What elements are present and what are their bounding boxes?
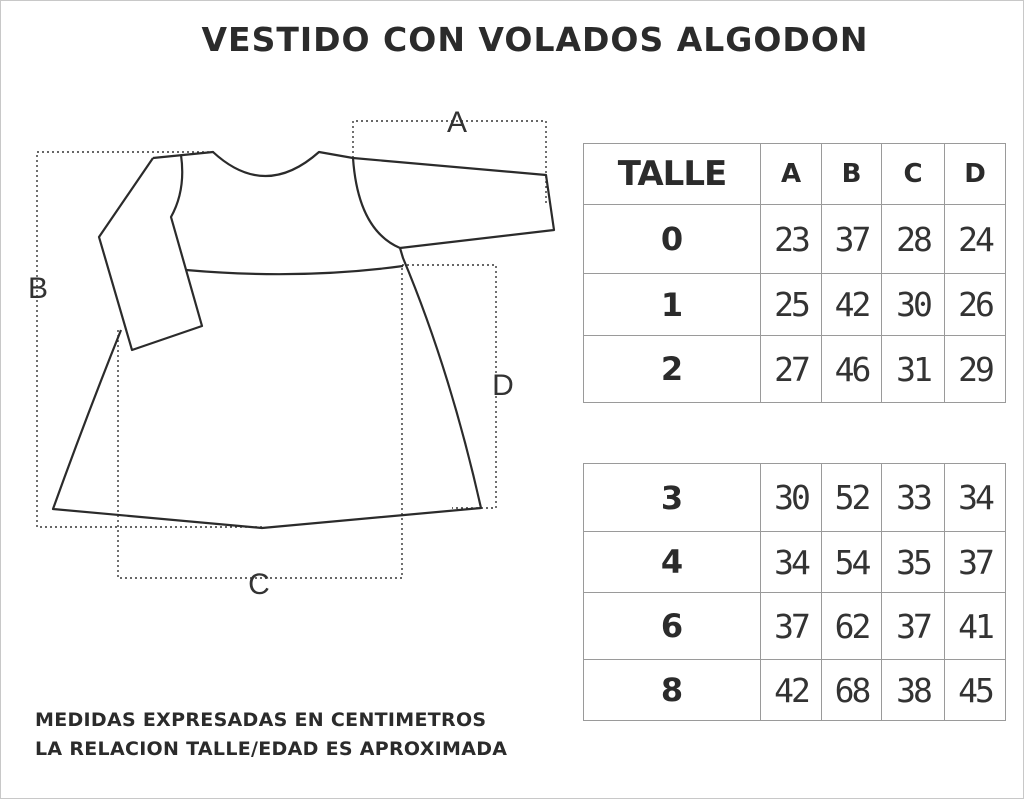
header-talle: TALLE — [583, 143, 761, 205]
value-cell-d: 24 — [944, 204, 1006, 274]
value-cell-b: 62 — [821, 592, 882, 660]
value-cell-c: 30 — [881, 273, 945, 336]
size-cell: 6 — [583, 592, 761, 660]
value-cell-b: 68 — [821, 659, 882, 721]
value-cell-c: 33 — [881, 463, 945, 532]
size-table-bottom: 3 30 52 33 34 4 34 54 35 37 6 37 62 37 4… — [583, 463, 1006, 721]
size-cell: 4 — [583, 531, 761, 593]
table-header-row: TALLE A B C D — [583, 143, 1006, 205]
size-cell: 3 — [583, 463, 761, 532]
measure-b-line — [36, 151, 262, 528]
table-row: 8 42 68 38 45 — [583, 659, 1006, 721]
value-cell-d: 37 — [944, 531, 1006, 593]
header-col-c: C — [881, 143, 945, 205]
note-units: MEDIDAS EXPRESADAS EN CENTIMETROS — [35, 709, 487, 731]
measure-a-line — [352, 120, 547, 205]
value-cell-b: 37 — [821, 204, 882, 274]
label-a: A — [447, 106, 467, 139]
value-cell-b: 54 — [821, 531, 882, 593]
table-row: 2 27 46 31 29 — [583, 335, 1006, 403]
value-cell-c: 31 — [881, 335, 945, 403]
value-cell-a: 37 — [760, 592, 822, 660]
label-b: B — [28, 272, 48, 305]
measure-d-line — [402, 264, 497, 509]
value-cell-a: 23 — [760, 204, 822, 274]
value-cell-b: 52 — [821, 463, 882, 532]
dress-outline — [51, 150, 483, 530]
waist-seam — [185, 264, 404, 276]
value-cell-c: 37 — [881, 592, 945, 660]
value-cell-d: 29 — [944, 335, 1006, 403]
value-cell-b: 46 — [821, 335, 882, 403]
value-cell-c: 38 — [881, 659, 945, 721]
value-cell-a: 42 — [760, 659, 822, 721]
header-col-d: D — [944, 143, 1006, 205]
value-cell-c: 35 — [881, 531, 945, 593]
value-cell-d: 41 — [944, 592, 1006, 660]
left-sleeve — [97, 154, 204, 352]
header-col-b: B — [821, 143, 882, 205]
page-title: VESTIDO CON VOLADOS ALGODON — [201, 20, 869, 59]
table-row: 4 34 54 35 37 — [583, 531, 1006, 593]
value-cell-a: 34 — [760, 531, 822, 593]
value-cell-d: 26 — [944, 273, 1006, 336]
table-row: 3 30 52 33 34 — [583, 463, 1006, 532]
value-cell-d: 45 — [944, 659, 1006, 721]
label-d: D — [492, 369, 514, 402]
label-c: C — [248, 568, 270, 601]
size-table-top: TALLE A B C D 0 23 37 28 24 1 25 42 30 2… — [583, 143, 1006, 403]
note-size-age: LA RELACION TALLE/EDAD ES APROXIMADA — [35, 738, 508, 760]
table-row: 0 23 37 28 24 — [583, 204, 1006, 274]
value-cell-a: 27 — [760, 335, 822, 403]
measure-c-line — [117, 268, 403, 579]
table-row: 1 25 42 30 26 — [583, 273, 1006, 336]
size-cell: 1 — [583, 273, 761, 336]
size-cell: 8 — [583, 659, 761, 721]
value-cell-b: 42 — [821, 273, 882, 336]
right-sleeve — [352, 156, 556, 250]
size-cell: 2 — [583, 335, 761, 403]
value-cell-a: 30 — [760, 463, 822, 532]
dress-diagram: A B C D — [28, 106, 556, 601]
table-row: 6 37 62 37 41 — [583, 592, 1006, 660]
value-cell-c: 28 — [881, 204, 945, 274]
size-cell: 0 — [583, 204, 761, 274]
header-col-a: A — [760, 143, 822, 205]
value-cell-d: 34 — [944, 463, 1006, 532]
value-cell-a: 25 — [760, 273, 822, 336]
